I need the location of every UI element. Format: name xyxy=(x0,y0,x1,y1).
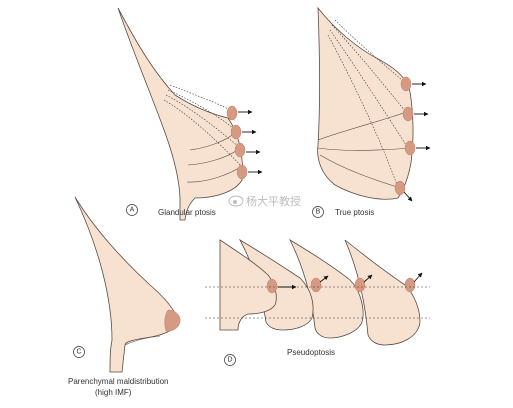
watermark: 杨大平教授 xyxy=(228,194,301,208)
panel-b-ptosis-curve-3 xyxy=(319,154,401,189)
panel-c-nipple xyxy=(164,309,181,332)
panel-a-caption: Glandular ptosis xyxy=(158,208,216,217)
weibo-icon xyxy=(228,195,244,207)
panel-c-imf-line xyxy=(124,335,161,346)
panel-b-nipple-4 xyxy=(394,180,406,196)
panel-b-torso xyxy=(317,6,414,200)
panel-a-letter-circle xyxy=(126,204,138,216)
panel-d-silhouette-4 xyxy=(344,239,421,346)
panel-a-letter: A xyxy=(130,207,135,214)
panel-b-letter-circle xyxy=(312,206,324,218)
panel-d-letter: D xyxy=(227,357,232,364)
panel-a-torso xyxy=(117,7,243,221)
panel-b-letter: B xyxy=(316,209,321,216)
panel-b-true-ptosis: B True ptosis xyxy=(312,6,431,218)
panel-d-arrow-2 xyxy=(319,275,329,283)
panel-a-nipple-2 xyxy=(230,124,242,140)
panel-d-nipple-3 xyxy=(354,277,366,293)
panel-d-arrow-4 xyxy=(413,272,423,283)
panel-d-nipple-4 xyxy=(404,277,416,293)
panel-a-dotted-line-2 xyxy=(167,89,236,131)
panel-a-dotted-line-1 xyxy=(169,84,231,111)
panel-b-dotted-line-3 xyxy=(329,29,409,149)
panel-b-caption: True ptosis xyxy=(335,208,374,217)
panel-c-caption-line1: Parenchymal maldistribution xyxy=(68,377,169,386)
panel-c-letter: C xyxy=(76,349,81,356)
panel-d-letter-circle xyxy=(224,354,236,366)
panel-a-nipple-4 xyxy=(236,164,248,180)
panel-b-dotted-line-2 xyxy=(331,24,407,113)
panel-a-dotted-line-3 xyxy=(165,94,241,149)
panel-b-ptosis-curve-2 xyxy=(317,147,411,151)
panel-a-nipple-1 xyxy=(226,105,238,121)
panel-d-silhouette-1 xyxy=(219,239,277,331)
panel-c-parenchymal-maldistribution: C Parenchymal maldistribution (high IMF) xyxy=(68,196,181,397)
panel-b-dotted-line-4 xyxy=(327,34,399,189)
panel-b-arrow-4 xyxy=(403,191,413,202)
panel-b-ptosis-curve-1 xyxy=(317,111,407,141)
panel-d-pseudoptosis: D Pseudoptosis xyxy=(205,238,430,366)
panel-d-arrow-3 xyxy=(363,274,373,283)
panel-b-nipple-2 xyxy=(402,106,414,122)
panel-a-glandular-ptosis: A Glandular ptosis xyxy=(117,7,263,221)
panel-c-torso xyxy=(74,196,179,373)
panel-c-caption-line2: (high IMF) xyxy=(95,388,132,397)
panel-b-dotted-line-1 xyxy=(334,19,405,83)
panel-d-caption: Pseudoptosis xyxy=(287,348,335,357)
panel-a-dotted-line-4 xyxy=(163,99,244,169)
panel-b-nipple-3 xyxy=(404,140,416,156)
panel-b-nipple-1 xyxy=(400,76,412,92)
panel-d-nipple-2 xyxy=(310,277,322,293)
watermark-text: 杨大平教授 xyxy=(246,194,301,208)
panel-a-nipple-3 xyxy=(234,142,246,158)
panel-d-nipple-1 xyxy=(266,278,278,294)
panel-c-letter-circle xyxy=(73,346,85,358)
